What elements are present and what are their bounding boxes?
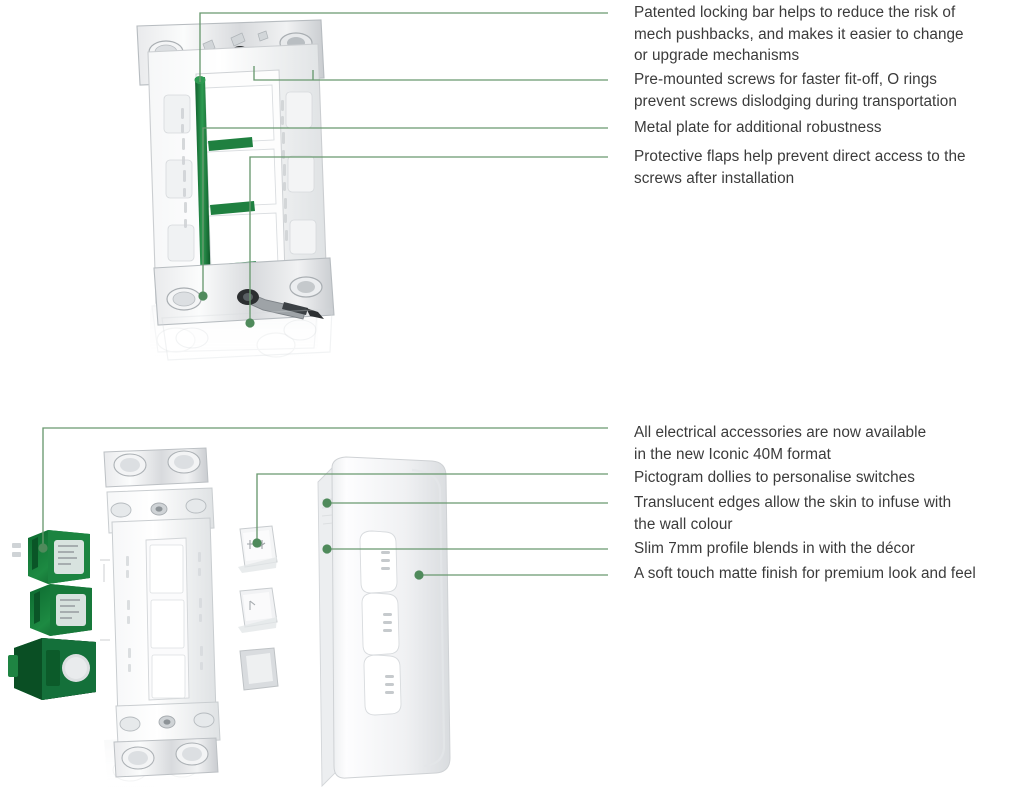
callout-soft-touch-finish: A soft touch matte finish for premium lo…	[634, 565, 976, 582]
callout-translucent-edges: Translucent edges allow the skin to infu…	[634, 494, 952, 533]
callout-slim-profile: Slim 7mm profile blends in with the déco…	[634, 540, 915, 557]
pictogram-dolly-group	[238, 525, 279, 691]
callout-locking-bar: Patented locking bar helps to reduce the…	[634, 4, 964, 64]
callout-protective-flaps: Protective flaps help prevent direct acc…	[634, 148, 966, 187]
callout-pre-mounted-screws: Pre-mounted screws for faster fit-off, O…	[634, 71, 957, 110]
mech-module-group	[8, 530, 96, 700]
callout-pictogram-dollies: Pictogram dollies to personalise switche…	[634, 469, 915, 486]
callout-metal-plate: Metal plate for additional robustness	[634, 119, 882, 136]
callout-iconic-40m-format: All electrical accessories are now avail…	[634, 424, 927, 463]
cover-plate-shape	[317, 456, 451, 788]
